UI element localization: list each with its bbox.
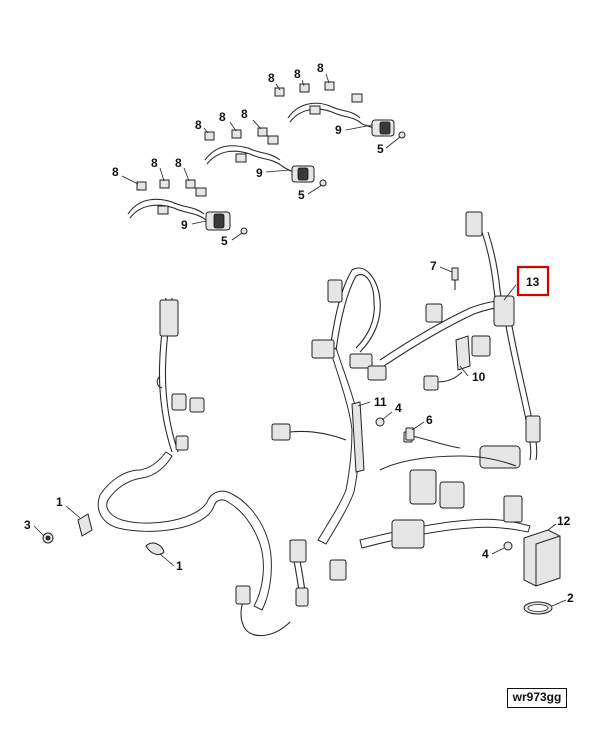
sub-harness-assembly-2 [204, 127, 327, 187]
callout-5: 5 [298, 188, 305, 202]
callout-13-highlight-box [516, 265, 550, 297]
main-wiring-harness [97, 211, 541, 637]
callout-8: 8 [219, 110, 226, 124]
clamp-part-2 [523, 601, 553, 615]
callout-9: 9 [181, 218, 188, 232]
callout-8: 8 [151, 156, 158, 170]
clip-part-1-upper [77, 513, 93, 537]
callout-8: 8 [317, 61, 324, 75]
callout-8: 8 [175, 156, 182, 170]
callout-4: 4 [395, 401, 402, 415]
callout-8: 8 [195, 118, 202, 132]
callout-5: 5 [221, 234, 228, 248]
callout-8: 8 [268, 71, 275, 85]
callout-1: 1 [56, 495, 63, 509]
stud-part-6 [405, 427, 415, 441]
callout-9: 9 [256, 166, 263, 180]
callout-8: 8 [294, 67, 301, 81]
nut-part-4-lower [503, 541, 513, 551]
callout-4: 4 [482, 547, 489, 561]
reference-code-label: wr973gg [507, 688, 567, 708]
clip-part-1-lower [145, 542, 165, 555]
callout-12: 12 [557, 514, 571, 528]
module-part-12 [523, 529, 561, 587]
callout-11: 11 [374, 395, 387, 409]
bolt-part-7 [451, 267, 459, 290]
callout-labels: 8 8 8 8 8 8 8 8 8 9 9 9 5 5 5 7 13 10 11… [24, 61, 574, 605]
bracket-part-10 [455, 335, 471, 371]
callout-7: 7 [430, 259, 437, 273]
callout-8: 8 [112, 165, 119, 179]
callout-10: 10 [472, 370, 486, 384]
callout-9: 9 [335, 123, 342, 137]
callout-5: 5 [377, 142, 384, 156]
sub-harness-assembly-1 [274, 81, 406, 139]
callout-13: 13 [526, 275, 540, 289]
callout-1: 1 [176, 559, 183, 573]
leader-lines [33, 73, 567, 607]
bracket-part-11 [351, 401, 365, 473]
sub-harness-assembly-3 [127, 179, 248, 235]
callout-6: 6 [426, 413, 433, 427]
callout-2: 2 [567, 591, 574, 605]
nut-part-3 [42, 532, 54, 544]
callout-3: 3 [24, 518, 31, 532]
callout-8: 8 [241, 107, 248, 121]
